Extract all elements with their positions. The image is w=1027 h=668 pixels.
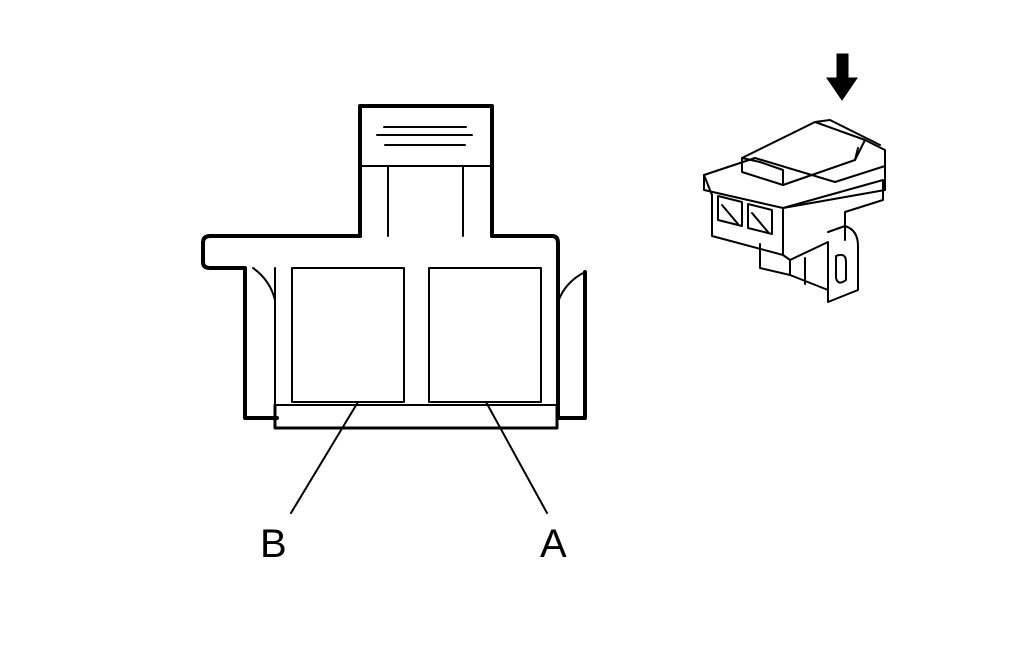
pin-label-a: A bbox=[540, 522, 567, 566]
connector-face-view bbox=[201, 104, 587, 514]
locking-tab bbox=[358, 104, 494, 238]
cavity-b bbox=[291, 267, 405, 403]
leader-line-a bbox=[485, 401, 548, 514]
connector-isometric-view bbox=[703, 119, 886, 303]
arrow-down-icon bbox=[826, 53, 858, 101]
housing-body bbox=[201, 234, 587, 430]
cavity-a bbox=[428, 267, 542, 403]
leader-line-b bbox=[290, 401, 359, 514]
pin-label-b: B bbox=[260, 522, 287, 566]
